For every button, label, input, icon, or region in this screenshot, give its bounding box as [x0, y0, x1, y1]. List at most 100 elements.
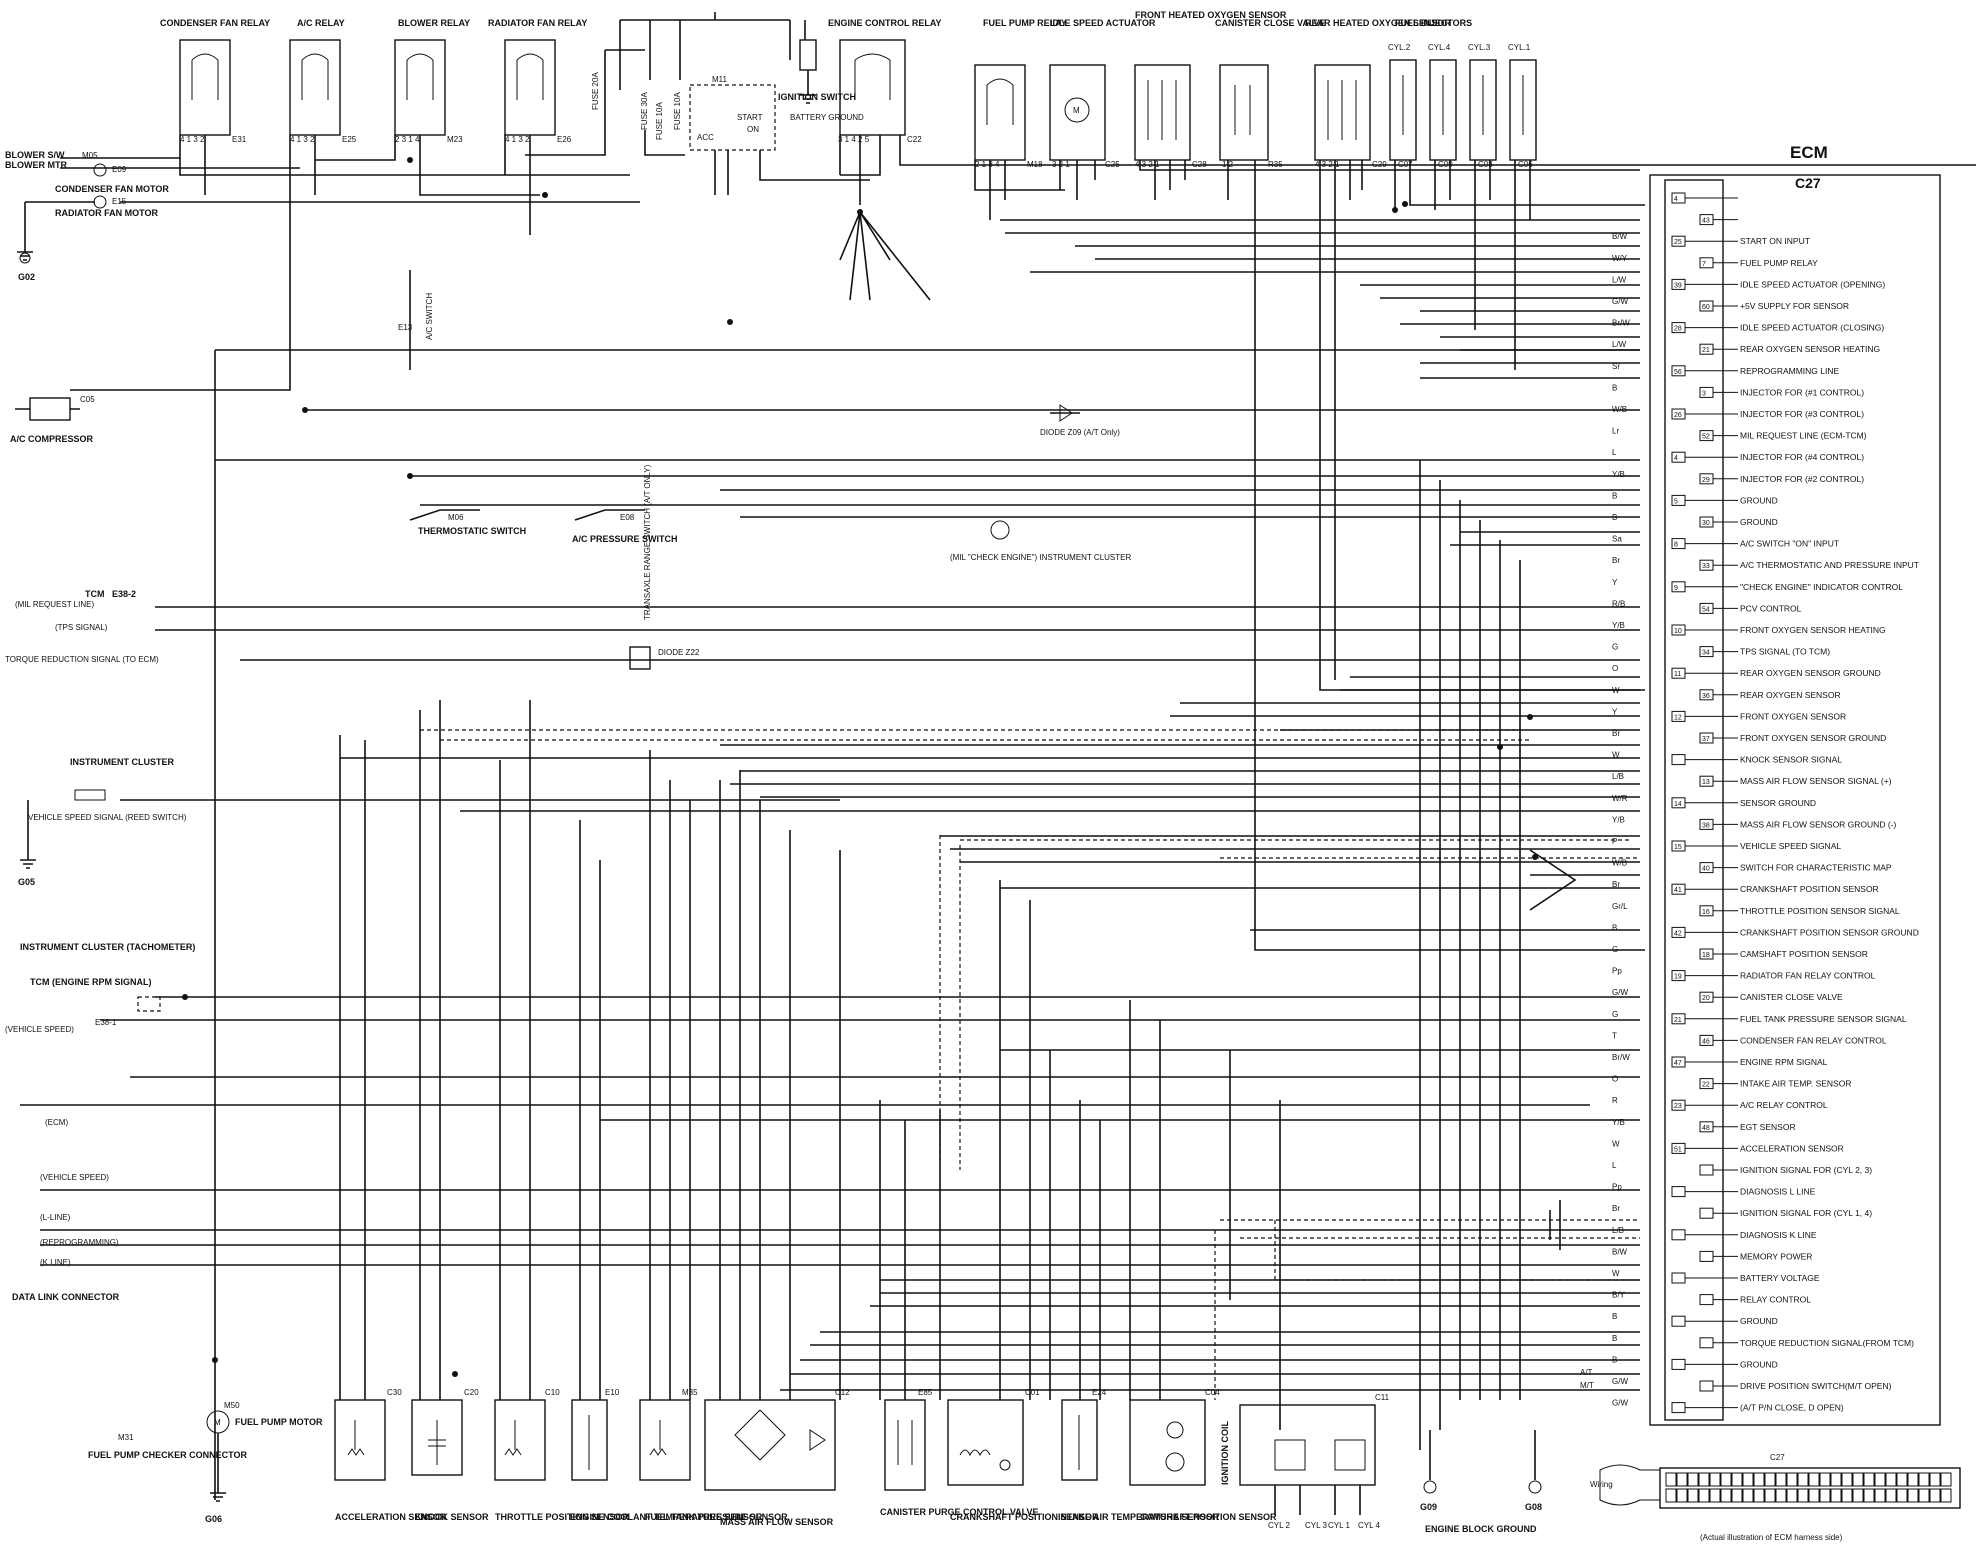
ecm-pin-number: 18	[1702, 952, 1710, 959]
ecm-pin-number: 52	[1702, 434, 1710, 441]
svg-text:FUEL PUMP MOTOR: FUEL PUMP MOTOR	[235, 1417, 323, 1427]
ecm-pin-number: 12	[1674, 714, 1682, 721]
harness-pin-grid	[1665, 1472, 1952, 1503]
ecm-pin-wire-color: Br	[1612, 556, 1620, 565]
harness-pin-cell	[1929, 1488, 1941, 1503]
harness-pin-cell	[1907, 1488, 1919, 1503]
harness-pin-cell	[1731, 1472, 1743, 1487]
camshaft-position-sensor: C04 CAMSHAFT POSITION SENSOR	[1129, 1388, 1277, 1522]
harness-pin-cell	[1742, 1472, 1754, 1487]
ecm-pin-wire-color: G	[1612, 643, 1618, 652]
ecm-pin-wire-color: W/B	[1612, 405, 1627, 414]
ecm-pin-wire-color: B/W	[1612, 232, 1628, 241]
ecm-pin-label: RADIATOR FAN RELAY CONTROL	[1740, 971, 1876, 981]
svg-text:ENGINE BLOCK GROUND: ENGINE BLOCK GROUND	[1425, 1524, 1537, 1534]
wiring-harness	[20, 105, 1976, 1500]
svg-text:VEHICLE SPEED SIGNAL (REED SWI: VEHICLE SPEED SIGNAL (REED SWITCH)	[28, 813, 187, 822]
svg-text:C04: C04	[1205, 1388, 1220, 1397]
ac-pressure-switch: E08 A/C PRESSURE SWITCH	[572, 509, 678, 544]
throttle-position-sensor: C10 THROTTLE POSITION SENSOR	[494, 1388, 630, 1522]
ecm-pin-wire-color: L	[1612, 1161, 1617, 1170]
ecm-pin-box	[1699, 1337, 1714, 1349]
ecm-pin-label: A/C SWITCH "ON" INPUT	[1740, 539, 1839, 549]
svg-text:G08: G08	[1525, 1502, 1542, 1512]
harness-pin-cell	[1907, 1472, 1919, 1487]
ecm-pin-wire-color: B	[1612, 491, 1617, 500]
harness-pin-cell	[1753, 1472, 1765, 1487]
svg-text:(Actual illustration of ECM ha: (Actual illustration of ECM harness side…	[1700, 1533, 1843, 1542]
ecm-pin-label: DIAGNOSIS K LINE	[1740, 1230, 1817, 1240]
svg-text:RADIATOR FAN RELAY: RADIATOR FAN RELAY	[488, 18, 587, 28]
harness-pin-cell	[1841, 1488, 1853, 1503]
ecm-pin-label: ACCELERATION SENSOR	[1740, 1143, 1844, 1153]
ecm-pin-wire-color: R/B	[1612, 599, 1625, 608]
ecm-pin-label: INJECTOR FOR (#3 CONTROL)	[1740, 409, 1864, 419]
svg-text:C30: C30	[387, 1388, 402, 1397]
svg-text:INTAKE AIR TEMPERATURE SENSOR: INTAKE AIR TEMPERATURE SENSOR	[1058, 1512, 1220, 1522]
ecm-pin-number: 22	[1702, 1082, 1710, 1089]
ecm-pin-wire-color: Pp	[1612, 967, 1622, 976]
svg-text:E24: E24	[1092, 1388, 1107, 1397]
svg-text:TORQUE REDUCTION SIGNAL (TO EC: TORQUE REDUCTION SIGNAL (TO ECM)	[5, 655, 159, 664]
svg-text:A/C RELAY: A/C RELAY	[297, 18, 345, 28]
ecm-pin-box	[1671, 1186, 1686, 1198]
svg-text:CONDENSER FAN MOTOR: CONDENSER FAN MOTOR	[55, 184, 169, 194]
ecm-pin-number: 4	[1674, 196, 1678, 203]
ecm-pin-number: 51	[1674, 1146, 1682, 1153]
harness-pin-cell	[1940, 1488, 1952, 1503]
ecm-pin-label: SWITCH FOR CHARACTERISTIC MAP	[1740, 863, 1892, 873]
blower-relay: BLOWER RELAY 2 3 1 4 M23	[394, 18, 470, 144]
harness-pin-cell	[1775, 1472, 1787, 1487]
svg-text:CANISTER CLOSE VALVE: CANISTER CLOSE VALVE	[1215, 18, 1326, 28]
svg-text:E25: E25	[342, 135, 357, 144]
ecm-pin-number: 36	[1702, 693, 1710, 700]
ecm-pin-wire-color: B/W	[1612, 1247, 1628, 1256]
battery-ground: BATTERY GROUND	[790, 39, 864, 122]
svg-text:C20: C20	[464, 1388, 479, 1397]
data-link-connector: (ECM) (VEHICLE SPEED) (L-LINE) (REPROGRA…	[12, 1118, 120, 1302]
ecm-pin-label: FRONT OXYGEN SENSOR GROUND	[1740, 733, 1886, 743]
mass-air-flow-sensor: C12 MASS AIR FLOW SENSOR	[704, 1388, 850, 1527]
svg-text:M: M	[214, 1418, 221, 1427]
ecm-pin-label: GROUND	[1740, 1316, 1778, 1326]
svg-text:C27: C27	[1770, 1453, 1785, 1462]
ecm-pin-number: 21	[1674, 1017, 1682, 1024]
ac-compressor: C05 A/C COMPRESSOR	[10, 395, 95, 444]
ecm-pin-box	[1671, 1358, 1686, 1370]
ecm-pin-label: FRONT OXYGEN SENSOR	[1740, 711, 1846, 721]
ecm-pin-box	[1671, 1315, 1686, 1327]
ecm-pin-label: REPROGRAMMING LINE	[1740, 366, 1840, 376]
svg-text:C05: C05	[80, 395, 95, 404]
fuel-pump-motor: M M50 FUEL PUMP MOTOR G06	[205, 1401, 323, 1524]
ecm-pin-label: CAMSHAFT POSITION SENSOR	[1740, 949, 1868, 959]
ecm-pin-wire-color: B	[1612, 1334, 1617, 1343]
ecm-pin-label: CRANKSHAFT POSITION SENSOR	[1740, 884, 1879, 894]
ecm-pin-number: 14	[1674, 801, 1682, 808]
ecm-pin-wire-color: L/W	[1612, 340, 1627, 349]
ecm-pin-label: A/C THERMOSTATIC AND PRESSURE INPUT	[1740, 560, 1919, 570]
svg-text:E09: E09	[112, 165, 127, 174]
svg-text:ACCELERATION SENSOR: ACCELERATION SENSOR	[335, 1512, 447, 1522]
ecm-pin-number: 8	[1674, 542, 1678, 549]
ecm-pin-box	[1699, 1250, 1714, 1262]
harness-pin-cell	[1676, 1472, 1688, 1487]
ecm-pin-wire-color: Lr	[1612, 427, 1619, 436]
ecm-pin-number: 28	[1674, 326, 1682, 333]
ecm-pin-number: 60	[1702, 304, 1710, 311]
ecm-pin-wire-color: Gr/L	[1612, 902, 1628, 911]
harness-pin-cell	[1753, 1488, 1765, 1503]
